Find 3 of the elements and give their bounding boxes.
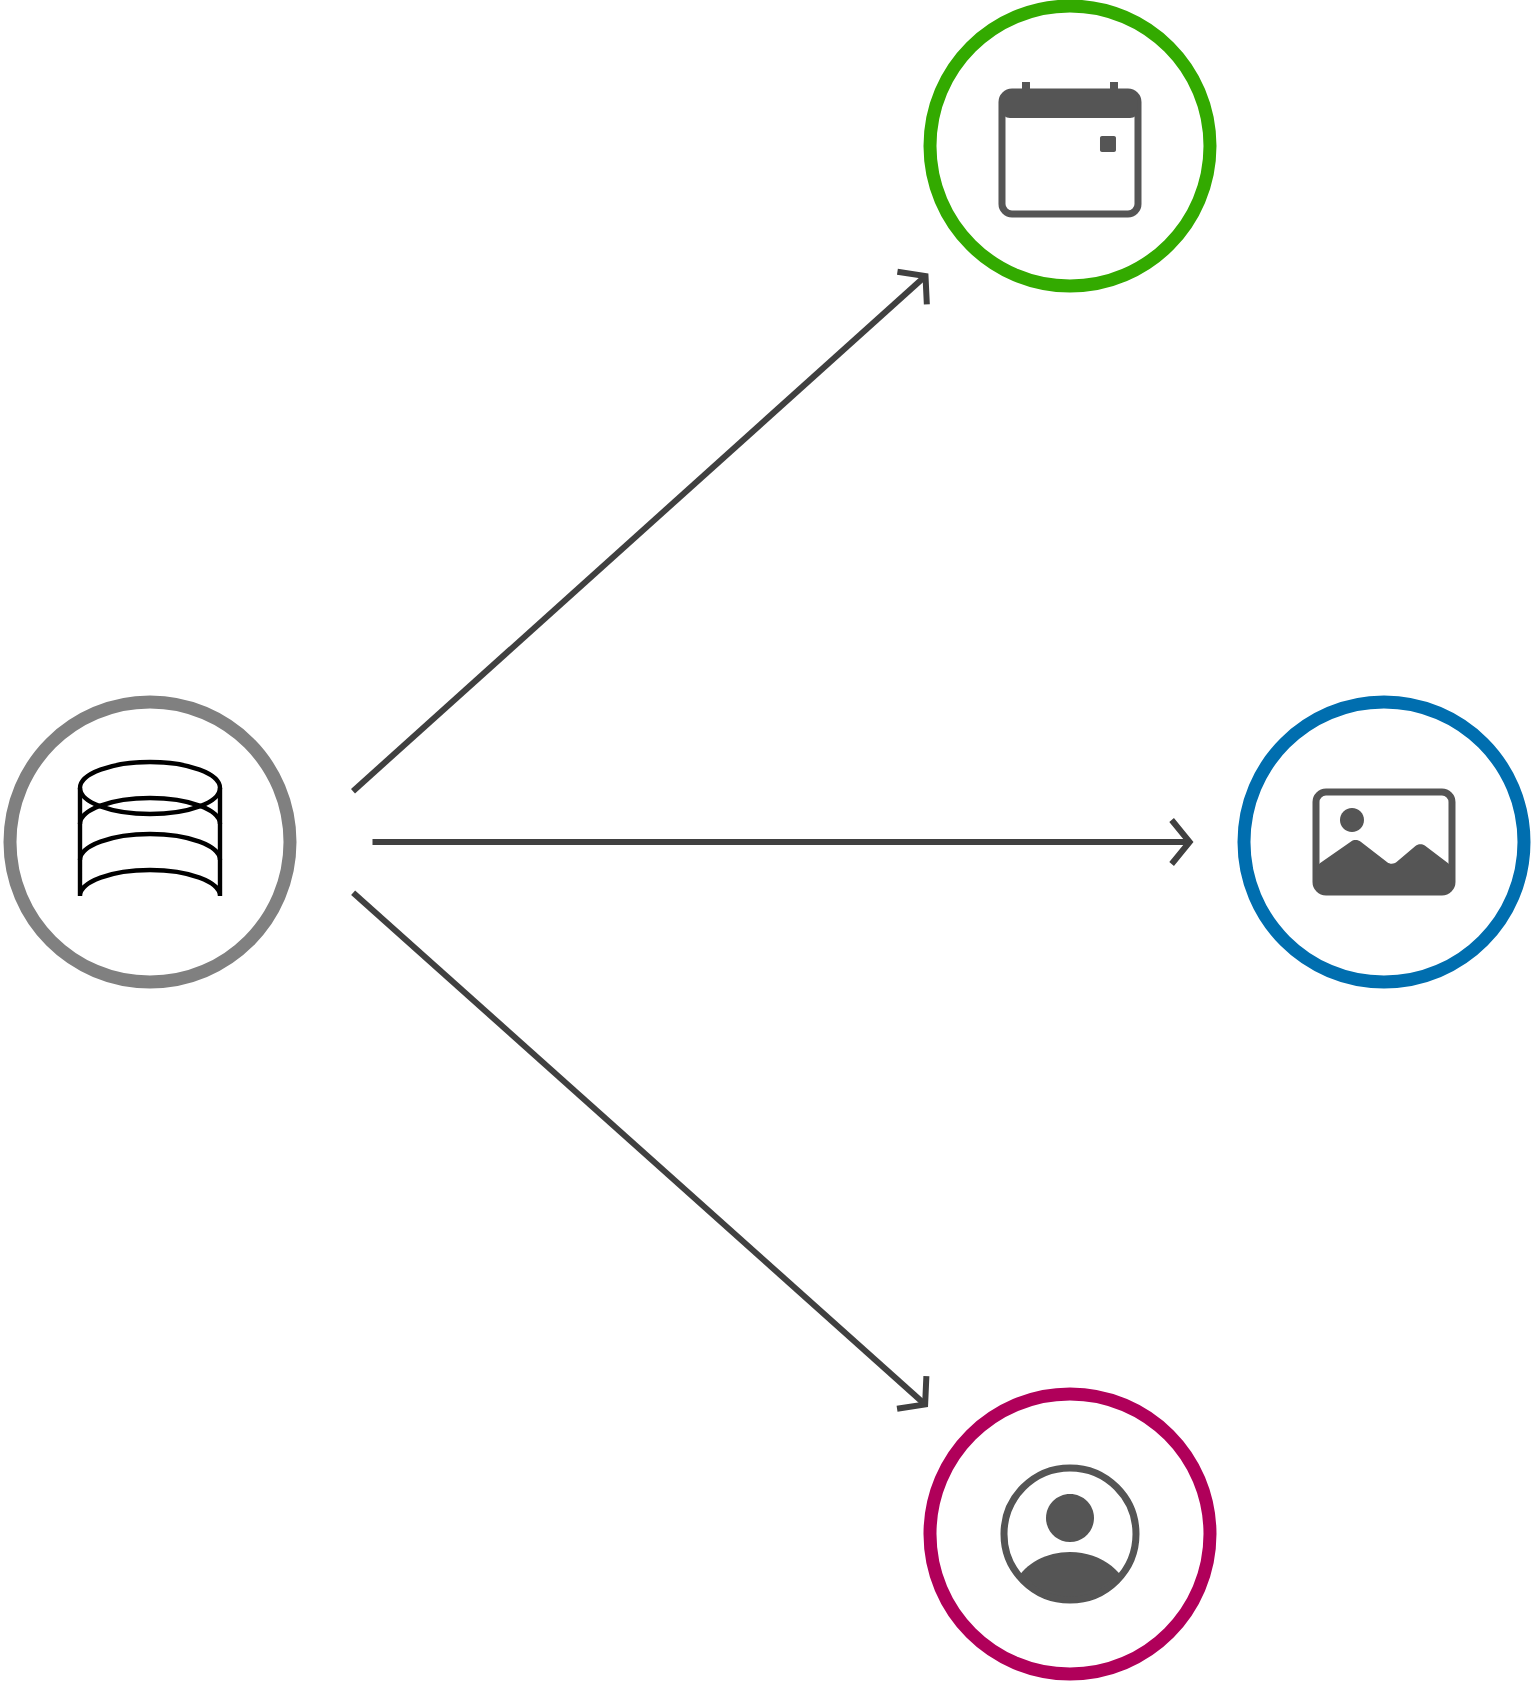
arrow xyxy=(351,890,930,1412)
arrow xyxy=(372,818,1194,866)
arrow xyxy=(351,268,930,794)
